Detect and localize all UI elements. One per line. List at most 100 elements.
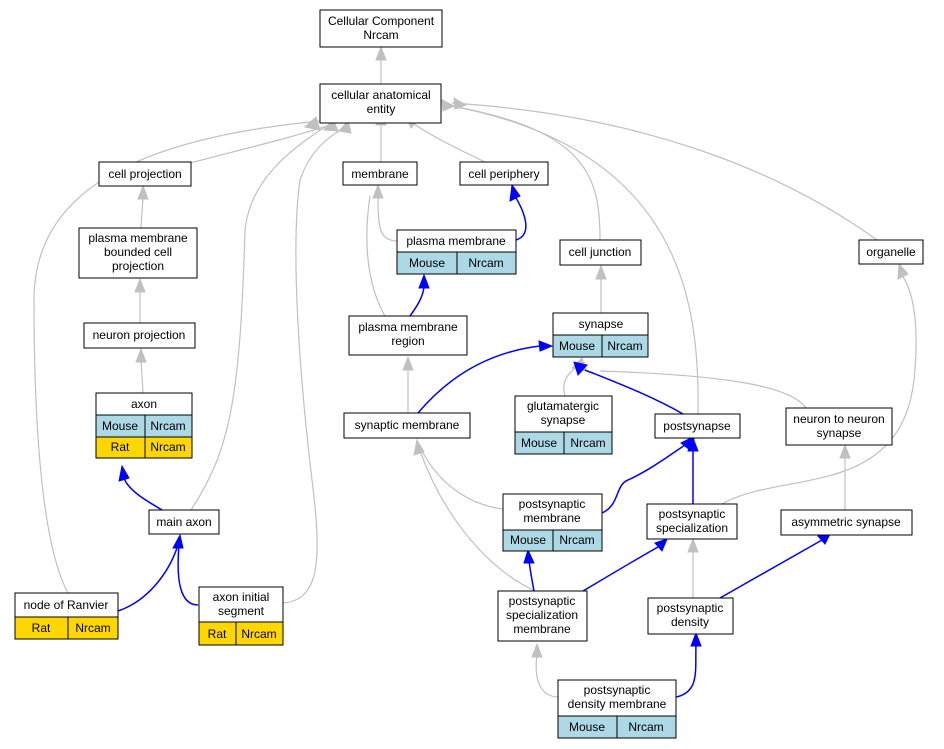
species-cell-mouse: Mouse (102, 419, 138, 433)
arrowhead-n2n (839, 443, 851, 459)
node-neuron-to-neuron-synapse[interactable]: neuron to neuron synapse (785, 407, 893, 446)
node-label: plasma membrane (406, 234, 506, 248)
node-label: specialization (656, 521, 728, 535)
node-synaptic-membrane[interactable]: synaptic membrane (343, 412, 471, 439)
node-organelle[interactable]: organelle (858, 239, 924, 265)
node-label: postsynaptic (519, 497, 586, 511)
node-postsynapse[interactable]: postsynapse (654, 413, 741, 439)
arrowhead-cae-1 (303, 116, 321, 131)
node-label: synapse (817, 426, 862, 440)
node-label: bounded cell (104, 245, 172, 259)
node-synapse[interactable]: synapse Mouse Nrcam (552, 312, 649, 358)
edge-ais-mainaxon (177, 544, 199, 606)
node-label: neuron projection (93, 328, 186, 342)
arrowhead-cae-3 (338, 119, 352, 134)
node-axon[interactable]: axon Mouse Nrcam Rat Nrcam (95, 392, 193, 459)
node-label: postsynaptic (659, 507, 726, 521)
is-a-edges (33, 58, 917, 698)
arrowhead-cellprojection (137, 184, 149, 200)
arrowhead-plasmamembrane (418, 273, 430, 289)
node-cellular-anatomical-entity[interactable]: cellular anatomical entity (319, 83, 442, 124)
node-label: postsynaptic (657, 601, 724, 615)
node-plasma-membrane-region[interactable]: plasma membrane region (348, 315, 468, 356)
edge-ranvier-cae (33, 120, 321, 594)
node-label: synaptic membrane (355, 418, 460, 432)
node-axon-initial-segment[interactable]: axon initial segment Rat Nrcam (198, 586, 284, 646)
node-label: cell periphery (468, 167, 539, 181)
arrowhead-synapse-blue-2 (573, 361, 588, 376)
node-asymmetric-synapse[interactable]: asymmetric synapse (780, 509, 913, 536)
node-plasma-membrane-bounded-cell-projection[interactable]: plasma membrane bounded cell projection (78, 227, 198, 279)
node-cell-periphery[interactable]: cell periphery (459, 161, 549, 186)
node-label: membrane (523, 511, 581, 525)
gene-cell: Nrcam (570, 436, 605, 450)
edge-pmregion-plasmamembrane (409, 284, 425, 317)
arrowhead-pmregion (402, 355, 414, 371)
gene-cell: Nrcam (241, 627, 276, 641)
node-label: postsynapse (663, 419, 731, 433)
node-root[interactable]: Cellular Component Nrcam (319, 9, 443, 48)
node-label: synapse (541, 413, 586, 427)
node-label: postsynaptic (584, 683, 651, 697)
gene-cell: Nrcam (607, 339, 642, 353)
arrowhead-synmembrane (413, 438, 425, 456)
node-postsynaptic-density-membrane[interactable]: postsynaptic density membrane Mouse Nrca… (557, 679, 677, 739)
arrowhead-psmembrane (523, 548, 535, 564)
node-label: asymmetric synapse (791, 515, 901, 529)
arrowhead-postsynapse-2 (687, 436, 699, 452)
node-cell-junction[interactable]: cell junction (559, 239, 642, 266)
node-label: region (391, 334, 424, 348)
gene-cell: Nrcam (468, 256, 503, 270)
edge-psmembrane-postsynapse (601, 444, 686, 514)
node-neuron-projection[interactable]: neuron projection (83, 322, 196, 349)
edge-psspec-organelle (721, 274, 917, 505)
edge-plasmamembrane-membrane (377, 195, 398, 242)
edge-postsynapse-synapse (584, 369, 684, 415)
edge-pssm-psmembrane (528, 559, 535, 592)
edge-mainaxon-axon (123, 477, 163, 511)
node-label: Nrcam (363, 28, 398, 42)
species-cell-mouse: Mouse (569, 720, 605, 734)
edge-cellperiphery-cae (413, 123, 486, 163)
arrowhead-pssm (531, 642, 543, 658)
arrowhead-psspec-blue (654, 538, 668, 552)
node-main-axon[interactable]: main axon (148, 509, 220, 535)
edge-pssm-psspec (582, 546, 659, 592)
node-label: axon initial (213, 590, 270, 604)
node-label: cell junction (569, 245, 632, 259)
node-postsynaptic-specialization[interactable]: postsynaptic specialization (646, 503, 738, 540)
node-label: neuron to neuron (793, 412, 884, 426)
node-label: membrane (351, 167, 409, 181)
edge-psmembrane-synmembrane (421, 450, 504, 510)
edge-synmembrane-synapse (417, 345, 541, 414)
arrowhead-organelle (897, 262, 909, 280)
edge-pssm-synmembrane (419, 450, 536, 592)
arrowhead-root (375, 45, 387, 61)
node-cell-projection[interactable]: cell projection (98, 161, 192, 187)
node-label: synapse (579, 317, 624, 331)
node-membrane[interactable]: membrane (342, 161, 418, 186)
node-label: postsynaptic (509, 594, 576, 608)
arrowhead-axon (118, 464, 130, 482)
arrowhead-psdensity (690, 631, 702, 647)
arrowhead-membrane (372, 183, 384, 199)
node-postsynaptic-density[interactable]: postsynaptic density (647, 597, 734, 635)
species-cell-rat: Rat (111, 440, 130, 454)
edge-plasmamembrane-cellperiphery (515, 197, 527, 241)
edge-pmbcp-cellprojection (140, 196, 144, 229)
arrowhead-psspec (687, 537, 699, 553)
edge-mainaxon-cae (190, 126, 326, 511)
node-glutamatergic-synapse[interactable]: glutamatergic synapse Mouse Nrcam (514, 395, 613, 455)
node-postsynaptic-membrane[interactable]: postsynaptic membrane Mouse Nrcam (502, 493, 603, 552)
node-plasma-membrane[interactable]: plasma membrane Mouse Nrcam (396, 229, 517, 275)
species-cell-mouse: Mouse (409, 256, 445, 270)
arrowhead-synapse-blue-1 (538, 340, 554, 352)
node-node-of-ranvier[interactable]: node of Ranvier Rat Nrcam (14, 592, 119, 640)
edge-postsynapse-cae (451, 105, 699, 415)
node-label: main axon (156, 515, 211, 529)
species-cell-mouse: Mouse (510, 533, 546, 547)
node-label: density (671, 615, 709, 629)
node-postsynaptic-specialization-membrane[interactable]: postsynaptic specialization membrane (497, 590, 588, 642)
species-cell-mouse: Mouse (559, 339, 595, 353)
